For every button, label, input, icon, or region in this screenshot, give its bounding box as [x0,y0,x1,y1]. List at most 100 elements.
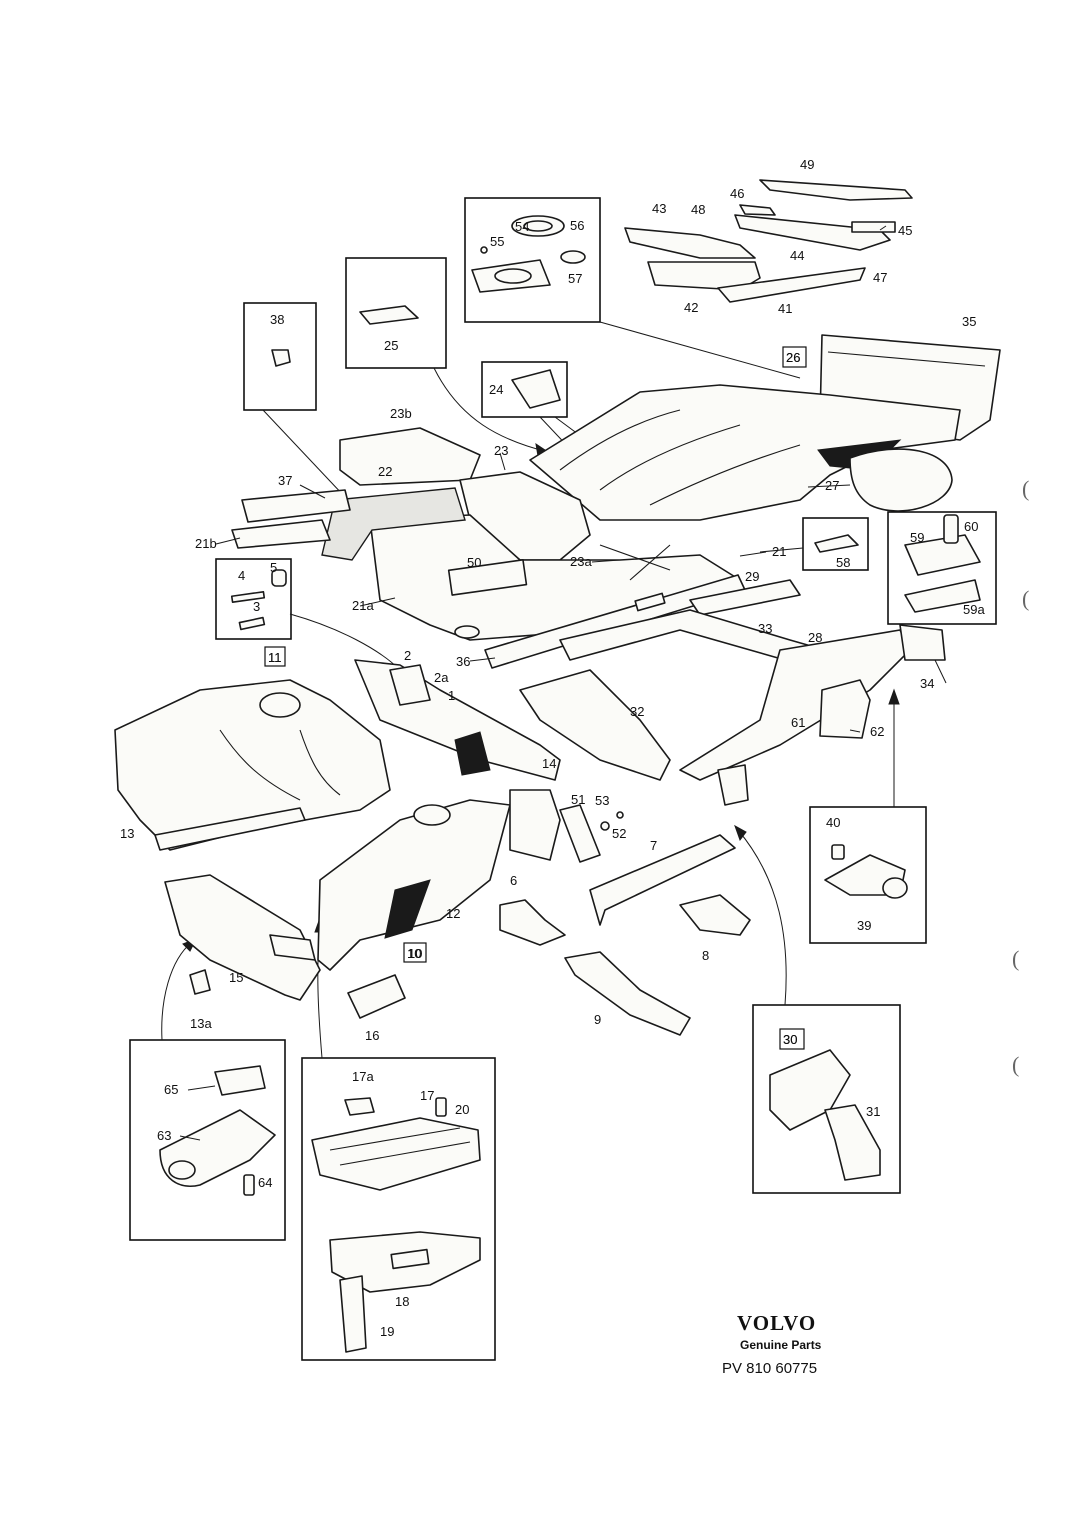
part-13-shape [114,679,391,851]
part-label: 28 [808,630,822,645]
part-label: 59 [910,530,924,545]
inset-24 [481,361,568,418]
part-label: 52 [612,826,626,841]
part-label: 23b [390,406,412,421]
part-label: 38 [270,312,284,327]
part-16-shape [347,974,406,1019]
margin-mark: ( [1012,946,1019,971]
part-34-shape [899,624,946,661]
part-label: 40 [826,815,840,830]
part-23b-shape [339,427,481,486]
part-41-shape [717,267,866,303]
part-label: 2 [404,648,411,663]
part-label: 64 [258,1175,272,1190]
boxed-label: 30 [783,1032,797,1047]
part-29-shape [689,579,801,616]
part-label: 20 [455,1102,469,1117]
part-label: 23a [570,554,592,569]
part-label: 60 [964,519,978,534]
part-label: 25 [384,338,398,353]
part-2-shape [389,664,431,706]
part-label: 1 [448,688,455,703]
part-1-shape [354,659,561,781]
part-15-shape [164,874,321,1001]
part-8-shape [679,894,751,936]
boxed-label-frame [779,1028,805,1050]
part-label: 8 [702,948,709,963]
part-label: 61 [791,715,805,730]
part-28-shape [679,629,911,781]
boxed-label-frame [264,646,286,667]
part-49-shape [759,179,913,201]
part-label: 32 [630,704,644,719]
part-label: 11 [268,650,282,665]
part-label: 63 [157,1128,171,1143]
part-label: 46 [730,186,744,201]
part-14-shape [509,789,561,861]
part-label: 41 [778,301,792,316]
boxed-label-frame [403,942,427,963]
part-label: 58 [836,555,850,570]
label-leaders [179,225,947,1141]
inset-58 [802,517,869,571]
brand-block: VOLVO Genuine Parts PV 810 60775 [722,1311,822,1377]
margin-mark: ( [1022,586,1029,611]
part-51-shape [559,804,601,863]
margin-mark: ( [1022,476,1029,501]
part-label: 2a [434,670,449,685]
part-label: 9 [594,1012,601,1027]
part-label: 54 [515,219,529,234]
part-46-shape [739,204,776,216]
part-label: 26 [786,350,800,365]
part-label: 24 [489,382,503,397]
part-22-shape [321,487,466,561]
part-label: 37 [278,473,292,488]
part-label: 56 [570,218,584,233]
brand-subtitle: Genuine Parts [740,1338,822,1352]
part-label: 23 [494,443,508,458]
part-27-shape [849,448,953,512]
rear-floor-shape [529,384,961,521]
part-6-shape [499,899,566,946]
part-label: 42 [684,300,698,315]
inset-25 [345,257,447,369]
part-13a-shape [189,969,211,995]
inset-contents [159,215,981,1353]
margin-mark: ( [1012,1052,1019,1077]
inset-63-65 [129,1039,286,1241]
part-label: 47 [873,270,887,285]
part-37-shape [241,489,351,523]
boxed-label: 11 [268,650,282,665]
part-45-shape [851,221,896,233]
part-label: 48 [691,202,705,217]
part-label: 45 [898,223,912,238]
part-label: 51 [571,792,585,807]
front-structure [114,659,751,1036]
part-label: 33 [758,621,772,636]
inset-30-31 [752,1004,901,1194]
part-label: 55 [490,234,504,249]
part-label: 65 [164,1082,178,1097]
part-label: 53 [595,793,609,808]
part-7-shape [589,834,736,926]
part-label: 30 [783,1032,797,1047]
part-label: 4 [238,568,245,583]
part-label: 19 [380,1324,394,1339]
part-label: 34 [920,676,934,691]
inset-17-19 [301,1057,496,1361]
part-label: 18 [395,1294,409,1309]
part-9-shape [564,951,691,1036]
part-labels: 1 2 2a 3 4 5 6 7 8 9 10 11 12 13 13a 14 … [120,157,985,1339]
main-floor-assembly [231,384,961,669]
part-label: 5 [270,560,277,575]
part-label: 21 [772,544,786,559]
part-label: 14 [542,756,556,771]
part-label: 12 [446,906,460,921]
part-label: 39 [857,918,871,933]
part-label: 7 [650,838,657,853]
boxed-label-frame [782,346,807,368]
part-label: 17 [420,1088,434,1103]
rear-subframe [519,579,946,806]
part-label: 57 [568,271,582,286]
